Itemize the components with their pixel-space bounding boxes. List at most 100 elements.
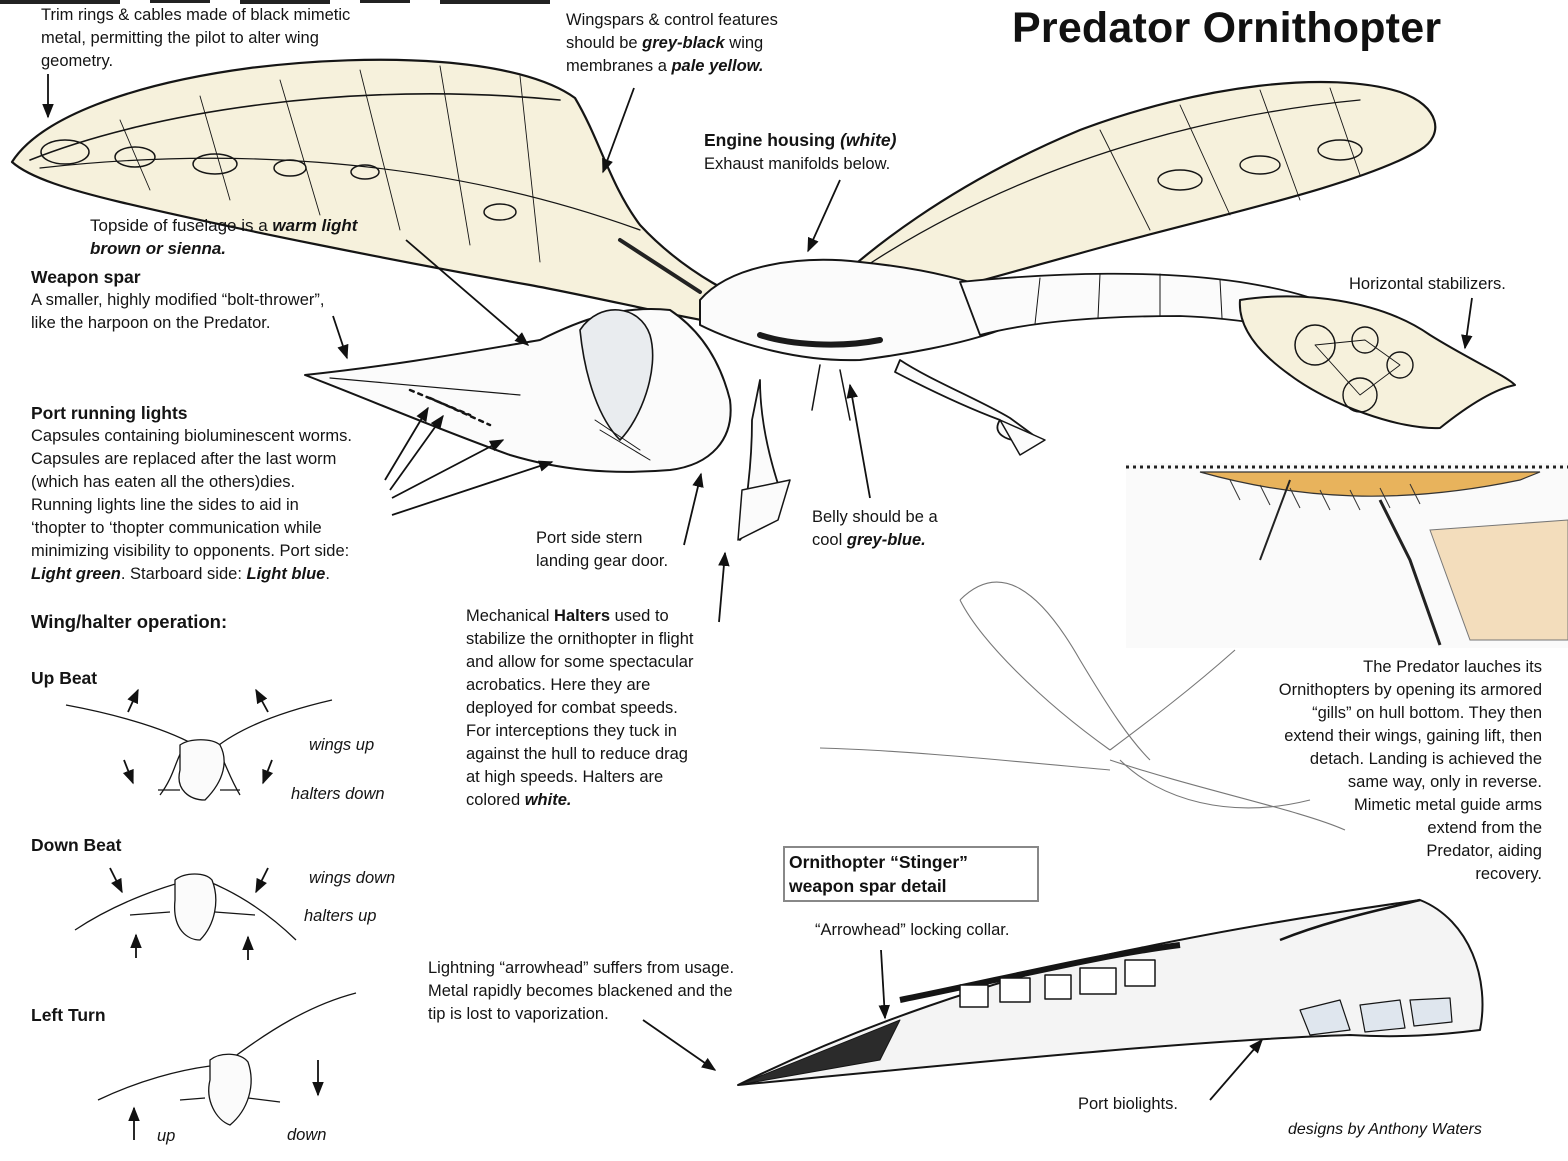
note-text: membranes a <box>566 57 672 75</box>
up-beat-wings-label: wings up <box>309 736 375 754</box>
note-line: landing gear door. <box>536 552 669 570</box>
callout-arrows <box>42 74 1473 1101</box>
note-line: and allow for some spectacular <box>466 653 694 671</box>
emphasis-text: brown or sienna. <box>90 239 227 258</box>
stern-gear-note: Port side stern landing gear door. <box>536 527 668 573</box>
emphasis-text: (white) <box>840 130 897 150</box>
note-line: Capsules containing bioluminescent worms… <box>31 427 352 445</box>
note-line: Mimetic metal guide arms <box>1354 796 1542 814</box>
note-text: colored <box>466 791 525 809</box>
note-line: The Predator lauches its <box>1363 658 1542 676</box>
note-heading: Engine housing <box>704 130 841 150</box>
trim-rings-note: Trim rings & cables made of black mimeti… <box>41 4 350 73</box>
arrowhead-collar-note: “Arrowhead” locking collar. <box>815 921 1010 939</box>
note-line: same way, only in reverse. <box>1347 773 1542 791</box>
horizontal-stabilizer <box>1238 295 1516 430</box>
note-line: against the hull to reduce drag <box>466 745 688 763</box>
note-line: ‘thopter to ‘thopter communication while <box>31 519 322 537</box>
down-beat-label: Down Beat <box>31 835 122 855</box>
note-line: geometry. <box>41 52 114 70</box>
emphasis-text: Halters <box>554 607 610 625</box>
emphasis-text: Light blue <box>246 565 326 583</box>
designer-credit: designs by Anthony Waters <box>1288 1121 1482 1138</box>
note-line: Mechanical Halters used to <box>466 605 693 628</box>
left-turn-diagram <box>97 992 357 1126</box>
launch-inset-drawing <box>1126 463 1568 648</box>
note-line: extend from the <box>1427 819 1542 837</box>
note-line: tip is lost to vaporization. <box>428 1005 609 1023</box>
emphasis-text: grey-black <box>642 34 725 52</box>
note-line: extend their wings, gaining lift, then <box>1284 727 1542 745</box>
wingspars-note: Wingspars & control features should be g… <box>566 9 778 78</box>
stinger-detail-label: Ornithopter “Stinger” weapon spar detail <box>783 846 1039 902</box>
note-line: Predator, aiding <box>1426 842 1542 860</box>
weapon-spar-note: Weapon spar A smaller, highly modified “… <box>31 266 324 335</box>
belly-note: Belly should be a cool grey-blue. <box>812 506 938 552</box>
ornithopter-main-drawing <box>10 58 1516 541</box>
note-line: Ornithopter “Stinger” <box>789 852 968 872</box>
note-line: like the harpoon on the Predator. <box>31 314 271 332</box>
note-text: should be <box>566 34 643 52</box>
left-turn-label: Left Turn <box>31 1005 106 1025</box>
note-line: Belly should be a <box>812 508 938 526</box>
note-line: Wingspars & control features <box>566 11 778 29</box>
note-line: metal, permitting the pilot to alter win… <box>41 29 319 47</box>
note-line: colored white. <box>466 789 693 812</box>
note-line: at high speeds. Halters are <box>466 768 664 786</box>
detach-sketch <box>819 581 1346 831</box>
port-running-lights-note: Port running lights Capsules containing … <box>31 402 352 586</box>
note-line: minimizing visibility to opponents. Port… <box>31 542 350 560</box>
note-line: Running lights line the sides to aid in <box>31 496 299 514</box>
emphasis-text: warm light <box>272 216 358 235</box>
note-text: . Starboard side: <box>120 565 247 583</box>
note-line: “gills” on hull bottom. They then <box>1312 704 1542 722</box>
note-line: Ornithopters by opening its armored <box>1278 681 1542 699</box>
left-turn-down-label: down <box>287 1126 327 1144</box>
port-biolights-note: Port biolights. <box>1078 1095 1178 1113</box>
stinger-detail-drawing <box>737 898 1484 1086</box>
halters-note: Mechanical Halters used to stabilize the… <box>466 605 693 812</box>
note-line: Topside of fuselage is a warm light <box>90 214 357 237</box>
down-beat-halters-label: halters up <box>304 907 377 925</box>
note-line: Metal rapidly becomes blackened and the <box>428 982 733 1000</box>
front-fuselage <box>304 308 732 473</box>
note-line: Light green. Starboard side: Light blue. <box>31 563 352 586</box>
note-line: detach. Landing is achieved the <box>1309 750 1542 768</box>
emphasis-text: Light green <box>31 565 121 583</box>
note-line: membranes a pale yellow. <box>566 55 778 78</box>
up-beat-diagram <box>65 699 333 801</box>
note-line: stabilize the ornithopter in flight <box>466 630 694 648</box>
note-text: used to <box>610 607 669 625</box>
note-line: Port side stern <box>536 529 643 547</box>
emphasis-text: grey-blue. <box>846 531 926 549</box>
emphasis-text: white. <box>524 791 572 809</box>
up-beat-label: Up Beat <box>31 668 98 688</box>
horizontal-stabilizers-note: Horizontal stabilizers. <box>1349 275 1506 293</box>
note-line: weapon spar detail <box>789 876 947 896</box>
note-line: brown or sienna. <box>90 237 357 260</box>
note-text: Mechanical <box>466 607 555 625</box>
operation-arrows <box>109 688 324 1140</box>
note-line: deployed for combat speeds. <box>466 699 678 717</box>
page-title: Predator Ornithopter <box>1012 4 1442 52</box>
note-line: (which has eaten all the others)dies. <box>31 473 296 491</box>
note-line: should be grey-black wing <box>566 32 778 55</box>
note-line: A smaller, highly modified “bolt-thrower… <box>31 291 325 309</box>
note-line: acrobatics. Here they are <box>466 676 651 694</box>
topside-note: Topside of fuselage is a warm light brow… <box>90 214 357 260</box>
note-line: Lightning “arrowhead” suffers from usage… <box>428 959 735 977</box>
launch-note: The Predator lauches its Ornithopters by… <box>1218 656 1542 886</box>
left-turn-up-label: up <box>157 1127 176 1145</box>
note-text: cool <box>812 531 847 549</box>
note-line: Exhaust manifolds below. <box>704 155 891 173</box>
note-line: Capsules are replaced after the last wor… <box>31 450 337 468</box>
emphasis-text: pale yellow. <box>671 57 764 75</box>
note-line: For interceptions they tuck in <box>466 722 677 740</box>
note-heading: Port running lights <box>31 403 188 423</box>
down-beat-diagram <box>74 873 297 941</box>
note-text: . <box>325 565 330 583</box>
operation-heading: Wing/halter operation: <box>31 611 228 632</box>
scan-edge-marks <box>0 0 550 4</box>
note-heading: Weapon spar <box>31 267 141 287</box>
